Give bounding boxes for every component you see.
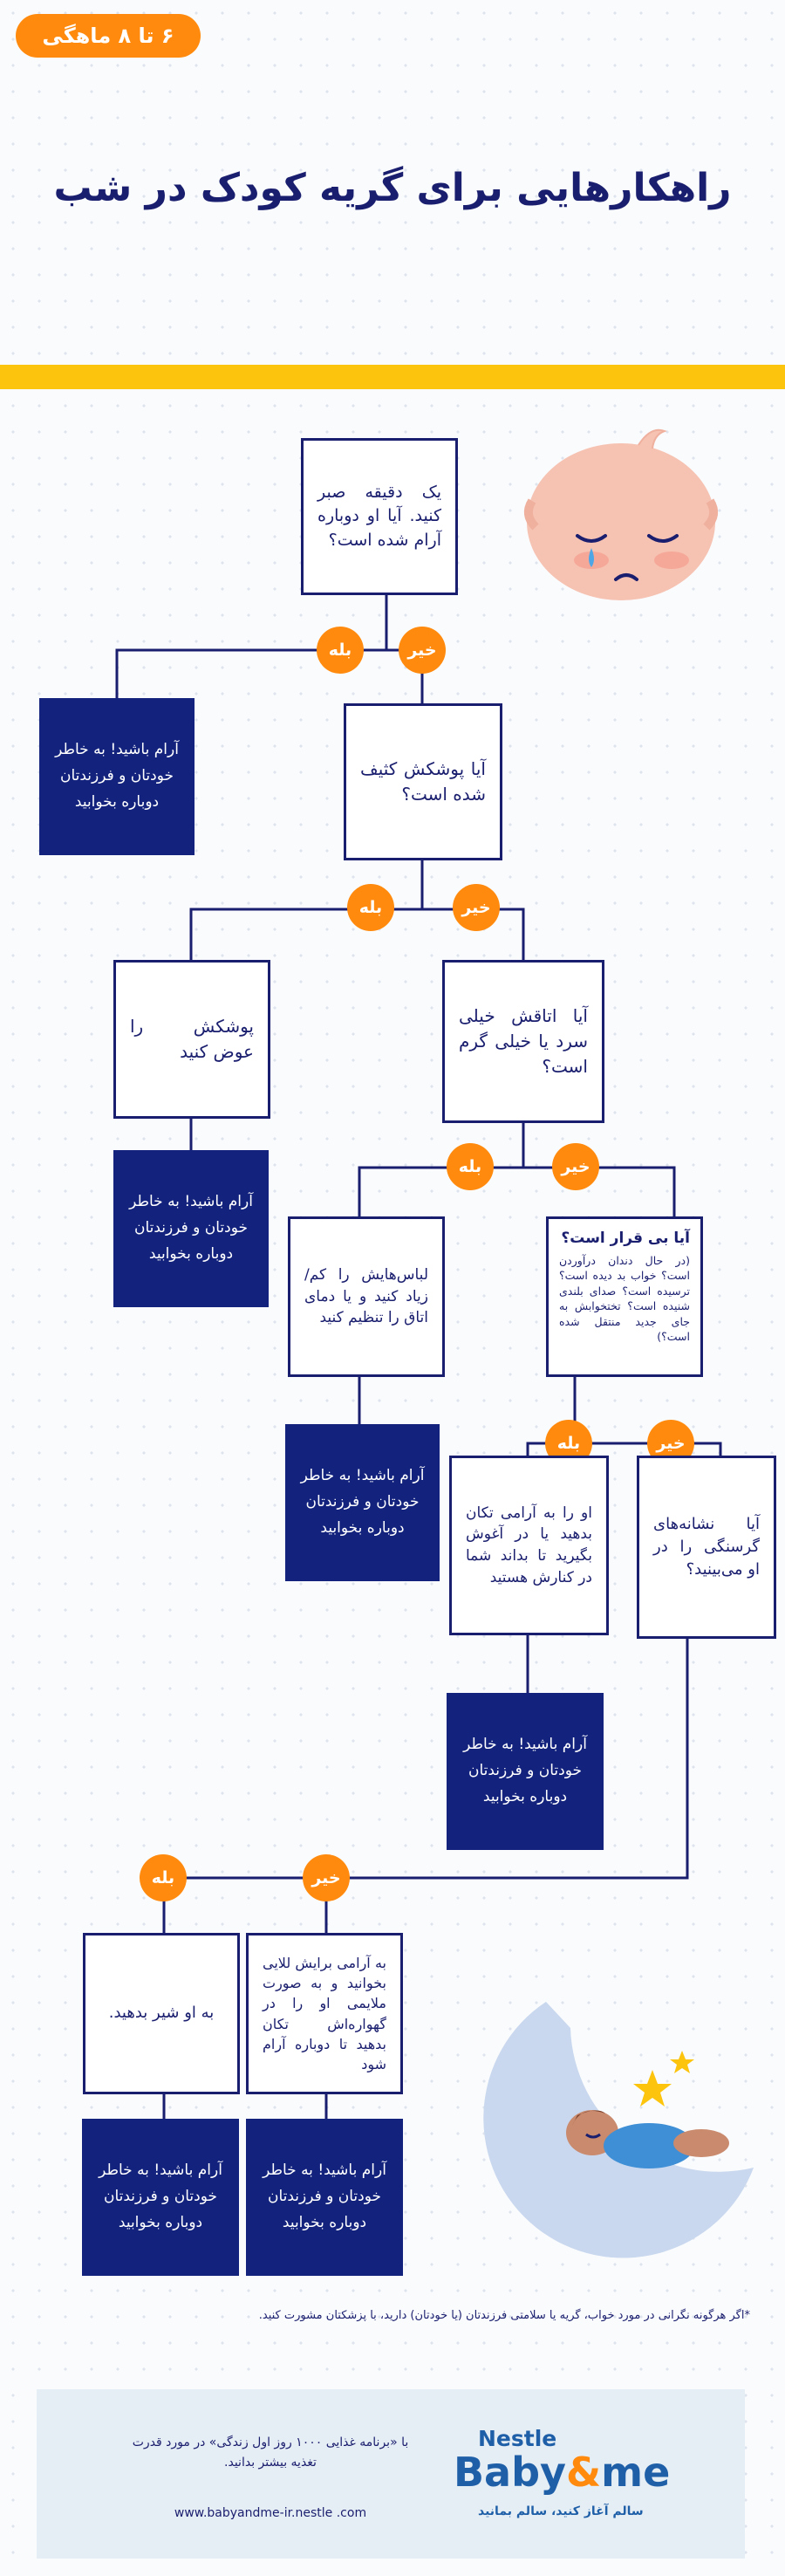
calm-box-2: آرام باشید! به خاطر خودتان و فرزندتان دو… (113, 1150, 269, 1307)
calm-box-6: آرام باشید! به خاطر خودتان و فرزندتان دو… (246, 2119, 403, 2276)
action-feed: به او شیر بدهید. (83, 1933, 240, 2094)
action-change-diaper: پوشکش را عوض کنید (113, 960, 270, 1119)
no-marker: خیر (399, 627, 446, 674)
logo-me-text: me (601, 2449, 671, 2496)
page-title: راهکارهایی برای گریه کودک در شب (53, 166, 732, 210)
no-marker: خیر (453, 884, 500, 931)
calm-box-6-text: آرام باشید! به خاطر خودتان و فرزندتان دو… (263, 2162, 386, 2231)
action-lullaby: به آرامی برایش للایی بخوانید و به صورت م… (246, 1933, 403, 2094)
question-hunger-signs-text: آیا نشانه‌های گرسنگی را در او می‌بینید؟ (653, 1514, 760, 1579)
question-restless: آیا بی قرار است؟ (در حال دندان درآوردن ا… (546, 1216, 703, 1377)
no-marker: خیر (303, 1854, 350, 1901)
calm-box-3-text: آرام باشید! به خاطر خودتان و فرزندتان دو… (300, 1467, 425, 1537)
logo-ampersand: & (566, 2449, 602, 2496)
footnote: *اگر هرگونه نگرانی در مورد خواب، گریه یا… (258, 2309, 750, 2322)
question-restless-detail: (در حال دندان درآوردن است؟ خواب بد دیده … (559, 1253, 690, 1344)
calm-box-4-text: آرام باشید! به خاطر خودتان و فرزندتان دو… (463, 1736, 587, 1805)
action-adjust-room-text: لباس‌هایش را کم/زیاد کنید و یا دمای اتاق… (304, 1266, 428, 1327)
yes-marker: بله (317, 627, 364, 674)
no-marker: خیر (552, 1143, 599, 1190)
question-room-temperature-text: آیا اتاقش خیلی سرد یا خیلی گرم است؟ (459, 1005, 588, 1077)
calm-box-4: آرام باشید! به خاطر خودتان و فرزندتان دو… (447, 1693, 604, 1850)
calm-box-1-text: آرام باشید! به خاطر خودتان و فرزندتان دو… (55, 741, 179, 811)
action-change-diaper-text: پوشکش را عوض کنید (130, 1016, 254, 1062)
footer-url[interactable]: www.babyandme-ir.nestle .com (174, 2506, 367, 2520)
footer-text: با «برنامه غذایی ۱۰۰۰ روز اول زندگی» در … (132, 2436, 409, 2470)
crying-baby-illustration (523, 428, 719, 600)
calm-box-2-text: آرام باشید! به خاطر خودتان و فرزندتان دو… (129, 1193, 253, 1263)
calm-box-5: آرام باشید! به خاطر خودتان و فرزندتان دو… (82, 2119, 239, 2276)
logo-baby-text: Baby (454, 2449, 567, 2496)
calm-box-5-text: آرام باشید! به خاطر خودتان و فرزندتان دو… (99, 2162, 222, 2231)
brand-tagline: سالم آغاز کنید، سالم بمانید (478, 2504, 644, 2518)
footer-panel (37, 2389, 745, 2559)
calm-box-1: آرام باشید! به خاطر خودتان و فرزندتان دو… (39, 698, 195, 855)
nestle-logo: Nestle (478, 2426, 557, 2451)
question-wait-a-minute-text: یک دقیقه صبر کنید. آیا او دوباره آرام شد… (317, 482, 441, 550)
age-badge: ۶ تا ۸ ماهگی (16, 14, 201, 58)
sleeping-baby-on-moon-illustration (483, 2002, 754, 2258)
baby-and-me-logo: Baby&me (454, 2449, 670, 2496)
yes-marker: بله (140, 1854, 187, 1901)
action-rock-baby-text: او را به آرامی تکان بدهید یا در آغوش بگی… (466, 1504, 592, 1586)
calm-box-3: آرام باشید! به خاطر خودتان و فرزندتان دو… (285, 1424, 440, 1581)
action-feed-text: به او شیر بدهید. (108, 2004, 215, 2023)
age-badge-label: ۶ تا ۸ ماهگی (42, 24, 174, 48)
yes-marker: بله (347, 884, 394, 931)
question-room-temperature: آیا اتاقش خیلی سرد یا خیلی گرم است؟ (442, 960, 604, 1123)
question-restless-title: آیا بی قرار است؟ (561, 1230, 690, 1247)
question-diaper: آیا پوشکش کثیف شده است؟ (344, 703, 502, 860)
question-wait-a-minute: یک دقیقه صبر کنید. آیا او دوباره آرام شد… (301, 438, 458, 595)
divider-bar (0, 365, 785, 389)
action-rock-baby: او را به آرامی تکان بدهید یا در آغوش بگی… (449, 1456, 609, 1635)
yes-marker: بله (447, 1143, 494, 1190)
question-diaper-text: آیا پوشکش کثیف شده است؟ (360, 758, 486, 805)
question-hunger-signs: آیا نشانه‌های گرسنگی را در او می‌بینید؟ (637, 1456, 776, 1639)
action-adjust-room: لباس‌هایش را کم/زیاد کنید و یا دمای اتاق… (288, 1216, 445, 1377)
action-lullaby-text: به آرامی برایش للایی بخوانید و به صورت م… (263, 1954, 386, 2072)
